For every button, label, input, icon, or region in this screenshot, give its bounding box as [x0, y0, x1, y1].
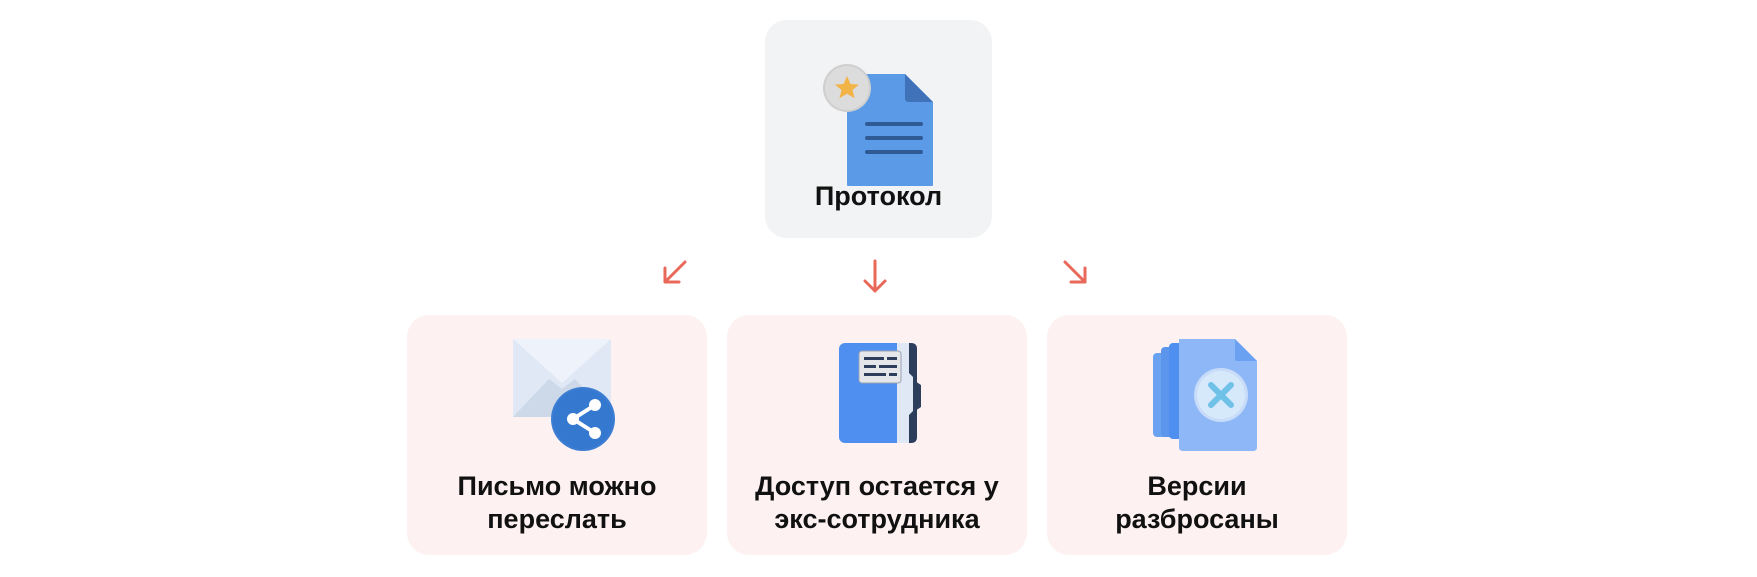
arrow-down-icon [863, 259, 887, 293]
child-node-label-email: Письмо можно переслать [457, 471, 657, 534]
child-node-card-access: Доступ остается у экс-сотрудника [727, 315, 1027, 555]
arrow-down-right-icon [1063, 260, 1087, 284]
root-node-label: Протокол [814, 181, 943, 211]
child-node-card-versions: Версии разбросаны [1047, 315, 1347, 555]
child-node-label-versions: Версии разбросаны [1115, 471, 1279, 534]
document-star-icon [819, 46, 939, 188]
envelope-share-icon [497, 337, 617, 453]
root-node-card: Протокол [765, 20, 992, 238]
child-node-label-access: Доступ остается у экс-сотрудника [755, 471, 999, 534]
child-node-card-email: Письмо можно переслать [407, 315, 707, 555]
folder-icon [817, 337, 937, 453]
scattered-documents-icon [1137, 337, 1257, 453]
arrow-down-left-icon [663, 260, 687, 284]
